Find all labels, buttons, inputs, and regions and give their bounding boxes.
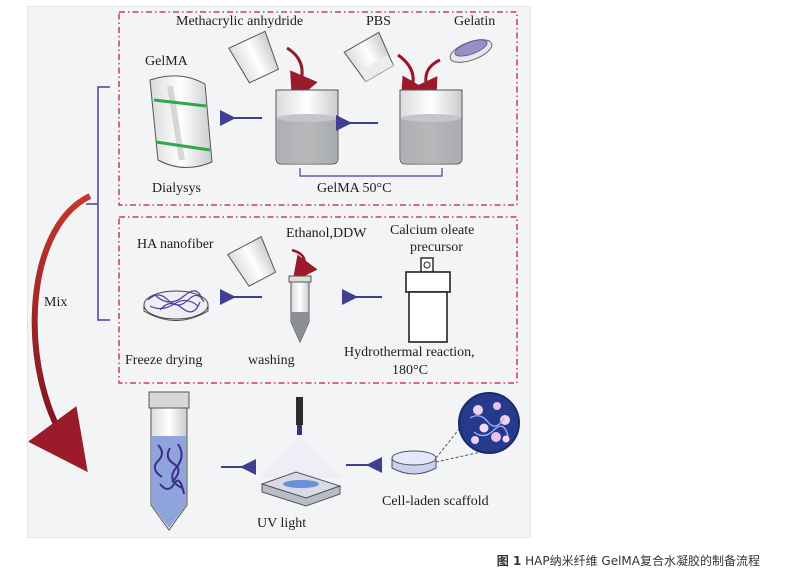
uv-gel-slab-icon (260, 471, 342, 507)
label-gelma-50c: GelMA 50°C (317, 181, 391, 196)
beaker-icon-right (399, 89, 463, 165)
label-ha-nanofiber: HA nanofiber (137, 237, 214, 252)
label-methacrylic-anhydride: Methacrylic anhydride (176, 14, 303, 29)
cell-sphere-icon (458, 392, 520, 454)
label-cell-laden-scaffold: Cell-laden scaffold (382, 494, 489, 509)
label-dialysys: Dialysys (152, 181, 201, 196)
label-uv-light: UV light (257, 516, 306, 531)
label-gelma: GelMA (145, 54, 189, 69)
label-washing: washing (248, 353, 295, 368)
figure-caption: 图 1 HAP纳米纤维 GelMA复合水凝胶的制备流程 (440, 552, 760, 569)
pbs-beaker-icon (343, 31, 394, 83)
uv-lamp-icon (260, 397, 342, 478)
label-pbs: PBS (366, 14, 391, 29)
label-calcium-oleate-1: Calcium oleate (390, 223, 474, 238)
label-mix: Mix (44, 295, 67, 310)
ha-synthesis-box (118, 216, 518, 384)
washing-beaker-icon (226, 236, 277, 287)
caption-text: HAP纳米纤维 GelMA复合水凝胶的制备流程 (525, 554, 760, 568)
scaffold-disk-icon (391, 450, 437, 475)
dialysis-bag-icon (149, 75, 213, 168)
label-hydrothermal-1: Hydrothermal reaction, (344, 345, 475, 360)
mix-bracket (97, 86, 110, 321)
caption-figure-label: 图 1 (496, 554, 522, 568)
label-freeze-drying: Freeze drying (125, 353, 202, 368)
label-calcium-oleate-2: precursor (410, 240, 463, 255)
pour-arrow-ethanol (291, 248, 318, 283)
label-gelatin: Gelatin (454, 14, 495, 29)
mix-arrow (28, 193, 92, 473)
label-ethanol-ddw: Ethanol,DDW (286, 226, 367, 241)
label-hydrothermal-2: 180°C (392, 363, 428, 378)
gel-tube-icon (148, 391, 190, 531)
gelma-synthesis-box (118, 11, 518, 206)
pour-arrow-ma (286, 46, 318, 104)
beaker-icon-middle (275, 89, 339, 165)
reactor-icon (405, 257, 451, 343)
gelatin-dish-icon (449, 39, 493, 63)
gelma-bracket (299, 168, 443, 177)
methacrylic-beaker-icon (228, 30, 279, 84)
nanofiber-dish-icon (143, 290, 209, 321)
test-tube-icon (288, 275, 312, 344)
